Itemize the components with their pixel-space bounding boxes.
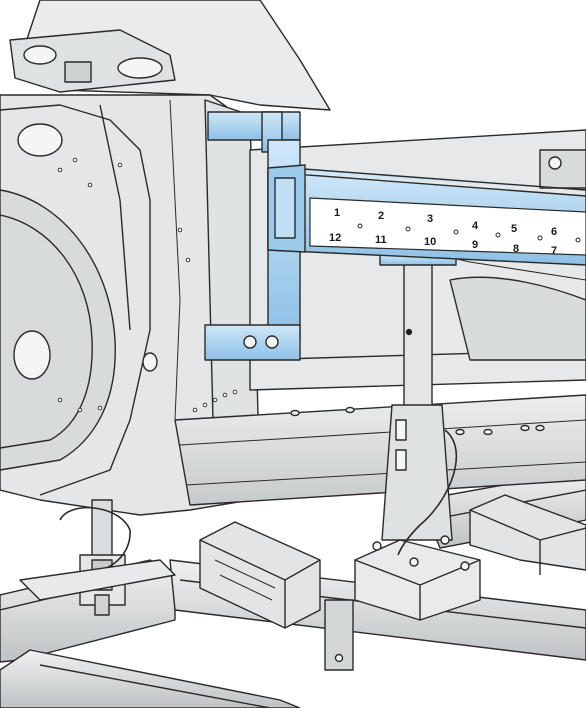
scale-number: 2	[378, 210, 384, 222]
scale-number: 6	[551, 226, 557, 238]
scale-number: 7	[551, 245, 557, 257]
rear-jig-stand	[354, 254, 481, 621]
scale-top-row: 1 2 3 4 5 6	[334, 207, 557, 238]
scale-number: 4	[472, 220, 479, 232]
scale-number: 11	[375, 234, 387, 246]
scale-number: 5	[511, 223, 517, 235]
scale-number: 9	[472, 239, 478, 251]
vehicle-body	[0, 0, 331, 516]
scale-number: 12	[329, 232, 341, 244]
scale-number: 3	[427, 213, 433, 225]
measuring-scale: 1 2 3 4 5 6 12 11 10 9 8 7	[309, 197, 586, 257]
scale-holes	[357, 223, 581, 243]
front-jig-stand	[19, 499, 176, 616]
panel-rivets	[57, 157, 238, 413]
scale-number: 8	[513, 243, 519, 255]
scale-number: 1	[334, 207, 340, 219]
bench-frame	[0, 469, 586, 708]
scale-number: 10	[424, 236, 436, 248]
scale-bottom-row: 12 11 10 9 8 7	[329, 232, 557, 257]
